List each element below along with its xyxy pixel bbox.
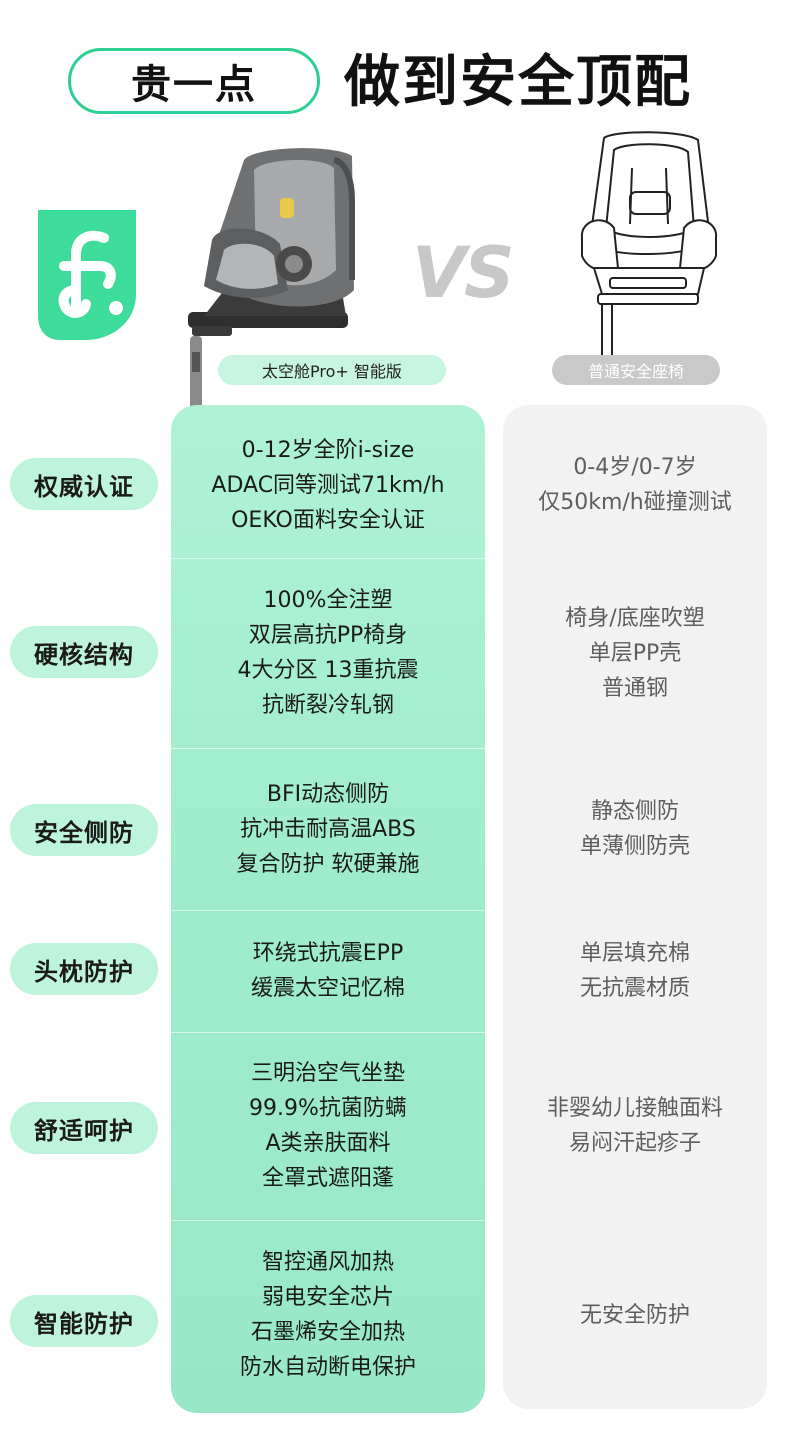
headline: 做到安全顶配: [344, 50, 692, 115]
vs-label: VS: [412, 232, 515, 314]
standard-cell-headrest: 单层填充棉 无抗震材质: [503, 910, 767, 1032]
row-divider: [171, 1220, 485, 1221]
cell-line: 椅身/底座吹塑: [565, 605, 705, 631]
price-pill: 贵一点: [68, 48, 320, 114]
premium-column: [171, 405, 485, 1413]
row-label-side-protection: 安全侧防: [10, 804, 158, 856]
cell-line: 单薄侧防壳: [579, 834, 690, 859]
cell-line: 无安全防护: [579, 1302, 690, 1328]
cell-line: 复合防护 软硬兼施: [236, 851, 420, 877]
standard-cell-certification: 0-4岁/0-7岁 仅50km/h碰撞测试: [503, 412, 767, 558]
cell-line: 三明治空气坐垫: [250, 1061, 405, 1086]
cell-line: 99.9%抗菌防螨: [249, 1096, 407, 1121]
premium-cell-structure: 100%全注塑 双层高抗PP椅身 4大分区 13重抗震 抗断裂冷轧钢: [171, 558, 485, 748]
cell-line: 普通钢: [601, 675, 668, 701]
brand-logo-icon: [38, 210, 136, 340]
row-divider: [171, 1032, 485, 1033]
cell-line: ADAC同等测试71km/h: [211, 472, 445, 498]
row-divider: [171, 910, 485, 911]
standard-cell-structure: 椅身/底座吹塑 单层PP壳 普通钢: [503, 558, 767, 748]
row-label-comfort: 舒适呵护: [10, 1102, 158, 1154]
cell-line: BFI动态侧防: [266, 781, 390, 807]
cell-line: 100%全注塑: [263, 588, 393, 613]
cell-line: 非婴幼儿接触面料: [546, 1096, 723, 1121]
row-label-smart-protection: 智能防护: [10, 1295, 158, 1347]
row-divider: [171, 558, 485, 559]
standard-seat-image: [580, 131, 718, 359]
standard-cell-smart-protection: 无安全防护: [503, 1220, 767, 1410]
premium-cell-smart-protection: 智控通风加热 弱电安全芯片 石墨烯安全加热 防水自动断电保护: [171, 1220, 485, 1410]
standard-column: [503, 405, 767, 1409]
cell-line: 单层填充棉: [579, 941, 690, 966]
cell-line: OEKO面料安全认证: [231, 507, 425, 533]
standard-cell-comfort: 非婴幼儿接触面料 易闷汗起疹子: [503, 1032, 767, 1220]
cell-line: 无抗震材质: [579, 976, 690, 1001]
premium-cell-comfort: 三明治空气坐垫 99.9%抗菌防螨 A类亲肤面料 全罩式遮阳蓬: [171, 1032, 485, 1220]
premium-product-tag: 太空舱Pro+ 智能版: [218, 355, 446, 385]
cell-line: 环绕式抗震EPP: [252, 941, 404, 966]
row-label-headrest: 头枕防护: [10, 943, 158, 995]
cell-line: 0-4岁/0-7岁: [573, 455, 697, 480]
cell-line: 抗断裂冷轧钢: [261, 693, 394, 718]
row-divider: [171, 748, 485, 749]
cell-line: 单层PP壳: [588, 640, 682, 666]
premium-cell-certification: 0-12岁全阶i-size ADAC同等测试71km/h OEKO面料安全认证: [171, 412, 485, 558]
standard-product-tag: 普通安全座椅: [552, 355, 720, 385]
cell-line: 石墨烯安全加热: [250, 1320, 405, 1345]
row-label-certification: 权威认证: [10, 458, 158, 510]
cell-line: 智控通风加热: [261, 1250, 394, 1275]
standard-cell-side-protection: 静态侧防 单薄侧防壳: [503, 748, 767, 910]
cell-line: 易闷汗起疹子: [568, 1131, 701, 1156]
row-label-structure: 硬核结构: [10, 626, 158, 678]
premium-cell-side-protection: BFI动态侧防 抗冲击耐高温ABS 复合防护 软硬兼施: [171, 748, 485, 910]
cell-line: 0-12岁全阶i-size: [241, 437, 415, 463]
premium-seat-image: [188, 148, 355, 414]
cell-line: 抗冲击耐高温ABS: [240, 816, 416, 842]
cell-line: 弱电安全芯片: [261, 1285, 394, 1310]
cell-line: 4大分区 13重抗震: [237, 658, 419, 683]
cell-line: 仅50km/h碰撞测试: [538, 490, 732, 515]
price-pill-text: 贵一点: [131, 62, 257, 108]
premium-cell-headrest: 环绕式抗震EPP 缓震太空记忆棉: [171, 910, 485, 1032]
cell-line: 缓震太空记忆棉: [250, 976, 405, 1001]
cell-line: 全罩式遮阳蓬: [261, 1166, 394, 1191]
cell-line: 双层高抗PP椅身: [248, 623, 408, 648]
cell-line: 防水自动断电保护: [239, 1355, 416, 1380]
cell-line: A类亲肤面料: [265, 1131, 391, 1156]
cell-line: 静态侧防: [590, 799, 679, 824]
